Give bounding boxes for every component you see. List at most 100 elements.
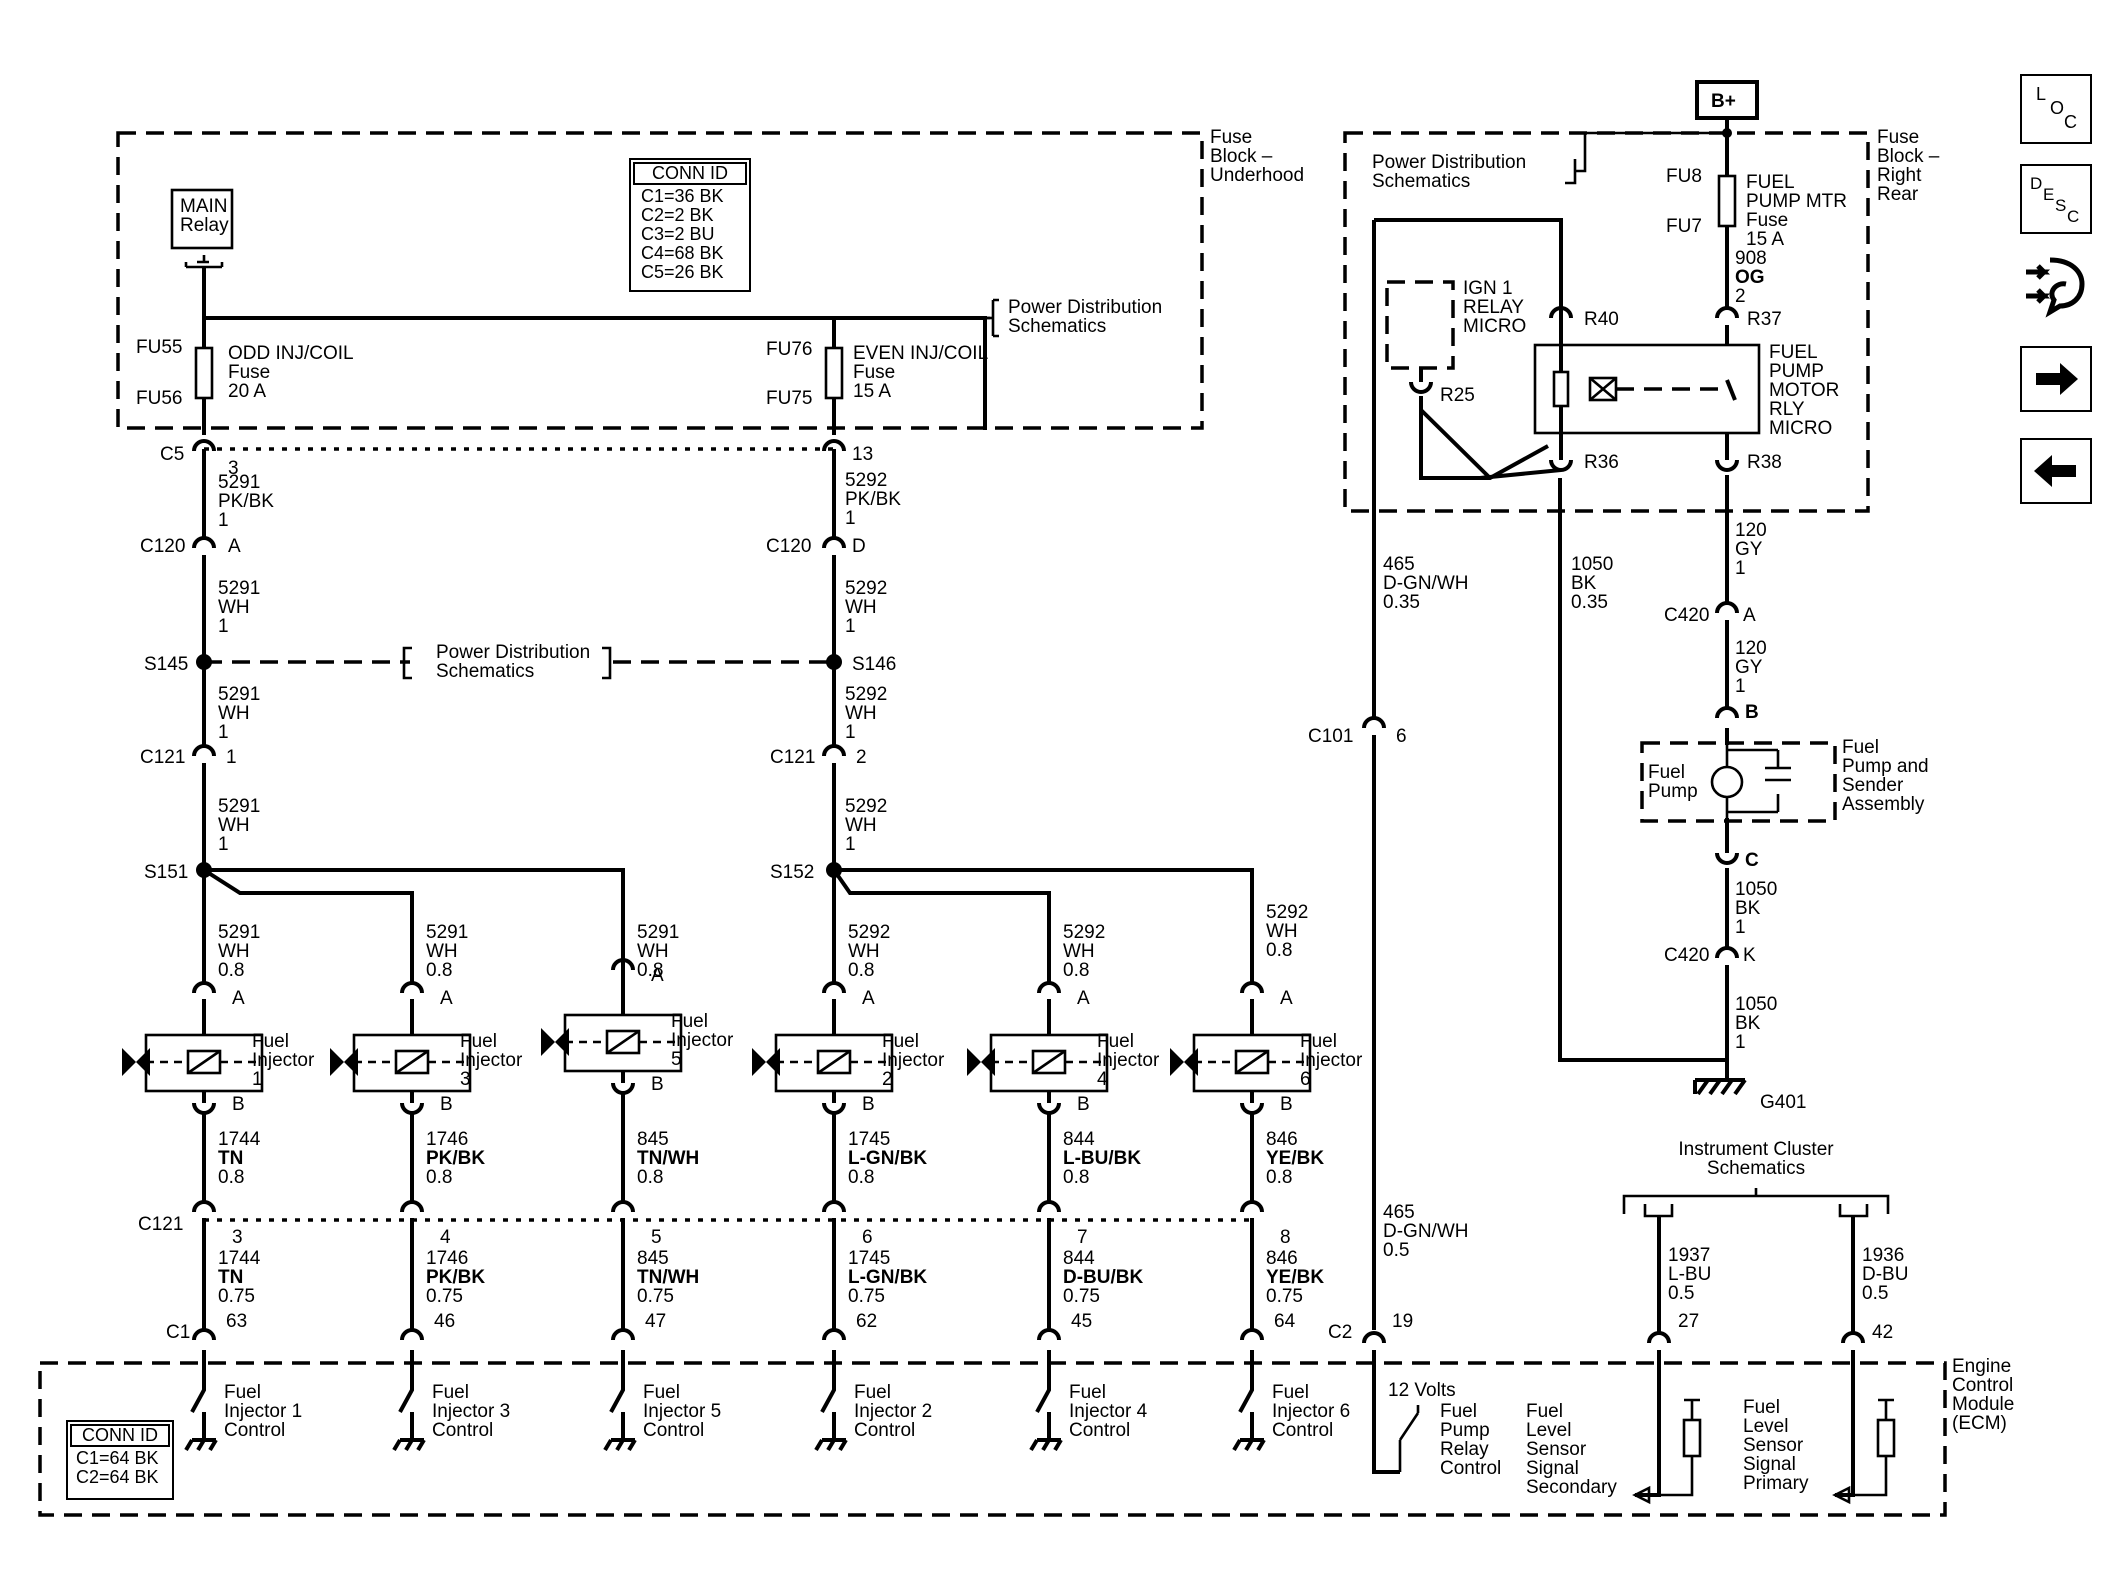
c1-pin: 47 [645, 1311, 666, 1332]
injector-mid-wire-label: 0.8 [637, 1167, 663, 1188]
fuel-level-secondary-label: Fuel [1526, 1401, 1563, 1422]
desc-button[interactable]: D E S C [2020, 164, 2092, 234]
fuel-level-primary-label: Level [1743, 1416, 1788, 1437]
injector-pin-a: A [232, 988, 245, 1009]
injector-top-wire-label: WH [848, 941, 880, 962]
fu56-label: FU56 [136, 388, 182, 409]
ign-relay-label: IGN 1 [1463, 278, 1513, 299]
injector-mid-wire-label: TN [218, 1148, 243, 1169]
fuel-pump-fuse-label: PUMP MTR [1746, 191, 1847, 212]
c2-label: C2 [1328, 1322, 1352, 1343]
c120-pin-a: A [228, 536, 241, 557]
ecm-label: Control [1952, 1375, 2013, 1396]
wire-465-label: D-GN/WH [1383, 573, 1468, 594]
injector-label: Injector [1097, 1050, 1160, 1071]
injector-low-wire-label: 844 [1063, 1248, 1095, 1269]
wire-1050-label: 1050 [1735, 994, 1777, 1015]
fuel-pump-fuse [1717, 174, 1737, 228]
c5-pin-3: 3 [228, 458, 239, 479]
injector-low-wire-label: 0.75 [637, 1286, 674, 1307]
injector-control-label: Fuel [643, 1382, 680, 1403]
injector-pin-b: B [651, 1074, 664, 1095]
prev-button[interactable] [2020, 438, 2092, 504]
wire-1937-label: 1937 [1668, 1245, 1710, 1266]
fu7-label: FU7 [1666, 216, 1702, 237]
injector-mid-wire-label: L-GN/BK [848, 1148, 927, 1169]
wire-5291-wh: 1 [218, 616, 229, 637]
conn-id-bottom-line: C1=64 BK [76, 1448, 159, 1468]
injector-control-label: Control [432, 1420, 493, 1441]
pump-pin-b: B [1745, 702, 1759, 723]
loc-button[interactable]: L O C [2020, 74, 2092, 144]
wire-5292-pkbk: PK/BK [845, 489, 901, 510]
wire-5292-wh: 5292 [845, 578, 887, 599]
injector-mid-wire-label: 0.8 [1266, 1167, 1292, 1188]
wire-1937-label: 0.5 [1668, 1283, 1694, 1304]
wire-5292-wh: 5292 [845, 796, 887, 817]
fuel-pump-fuse-label: 15 A [1746, 229, 1784, 250]
next-button[interactable] [2020, 346, 2092, 412]
conn-id-top-line: C1=36 BK [641, 186, 724, 206]
wire-1937-label: L-BU [1668, 1264, 1711, 1285]
c121-pin: 7 [1077, 1227, 1088, 1248]
wire-1050-label: 0.35 [1571, 592, 1608, 613]
odd-inj-fuse [194, 346, 214, 400]
connector-arc [1409, 381, 1433, 394]
injector-low-wire-label: 1745 [848, 1248, 890, 1269]
power-distribution-label-3: Schematics [1372, 171, 1470, 192]
flow-button[interactable] [2020, 252, 2090, 322]
injector-number: 6 [1300, 1069, 1311, 1090]
injector-top-wire-label: WH [218, 941, 250, 962]
c420-label: C420 [1664, 605, 1709, 626]
fuse-block-right-rear-label: Rear [1877, 184, 1919, 205]
injector-3: 5291WH0.8AFuelInjector3B1746PK/BK0.84174… [330, 922, 523, 1452]
wire-5291-wh: WH [218, 815, 250, 836]
c1-pin: 63 [226, 1311, 247, 1332]
wire-1936-label: D-BU [1862, 1264, 1908, 1285]
power-distribution-label-3: Power Distribution [1372, 152, 1526, 173]
conn-id-bottom: CONN ID C1=64 BK C2=64 BK [66, 1420, 174, 1500]
c2-arc-19 [1362, 1331, 1386, 1344]
c121-pin: 4 [440, 1227, 451, 1248]
wire-120-label: 120 [1735, 638, 1767, 659]
injector-top-wire-label: WH [637, 941, 669, 962]
c5-pin-13: 13 [852, 444, 873, 465]
injector-number: 1 [252, 1069, 263, 1090]
c121-pin: 5 [651, 1227, 662, 1248]
injector-pin-b: B [440, 1094, 453, 1115]
injector-control-label: Fuel [224, 1382, 261, 1403]
injector-control-label: Fuel [1069, 1382, 1106, 1403]
main-relay-label: MAIN [180, 196, 228, 217]
c121-bottom-label: C121 [138, 1214, 183, 1235]
injector-low-wire-label: YE/BK [1266, 1267, 1324, 1288]
injector-label: Injector [882, 1050, 945, 1071]
ecm-label: Module [1952, 1394, 2014, 1415]
injector-top-wire-label: 5292 [1266, 902, 1308, 923]
injector-control-label: Fuel [432, 1382, 469, 1403]
injector-control-label: Injector 1 [224, 1401, 302, 1422]
injector-4: 5292WH0.8AFuelInjector4B844L-BU/BK0.8784… [967, 922, 1160, 1452]
wire-465-label: 0.5 [1383, 1240, 1409, 1261]
injector-control-label: Control [854, 1420, 915, 1441]
flow-icon [2026, 257, 2085, 318]
injector-low-wire-label: 1744 [218, 1248, 261, 1269]
c120-right-label: C120 [766, 536, 811, 557]
fuel-pump-assembly-label: Fuel [1842, 737, 1879, 758]
instrument-cluster-label: Instrument Cluster [1678, 1139, 1834, 1160]
injector-mid-wire-label: 1744 [218, 1129, 261, 1150]
conn-id-bottom-title: CONN ID [70, 1424, 170, 1447]
injector-mid-wire-label: PK/BK [426, 1148, 485, 1169]
injector-control-label: Injector 3 [432, 1401, 510, 1422]
twelve-volts-label: 12 Volts [1388, 1380, 1456, 1401]
ign-relay-label: MICRO [1463, 316, 1526, 337]
wire-5291-wh: WH [218, 597, 250, 618]
fu75-label: FU75 [766, 388, 812, 409]
c101-pin-6: 6 [1396, 726, 1407, 747]
c1-label: C1 [166, 1322, 190, 1343]
conn-id-top-title: CONN ID [633, 162, 747, 185]
wire-5291-wh: 1 [218, 722, 229, 743]
injector-top-wire-label: 5292 [1063, 922, 1105, 943]
injector-control-label: Control [1069, 1420, 1130, 1441]
wire-1050-label: 1050 [1571, 554, 1613, 575]
wire-465-label: 0.35 [1383, 592, 1420, 613]
